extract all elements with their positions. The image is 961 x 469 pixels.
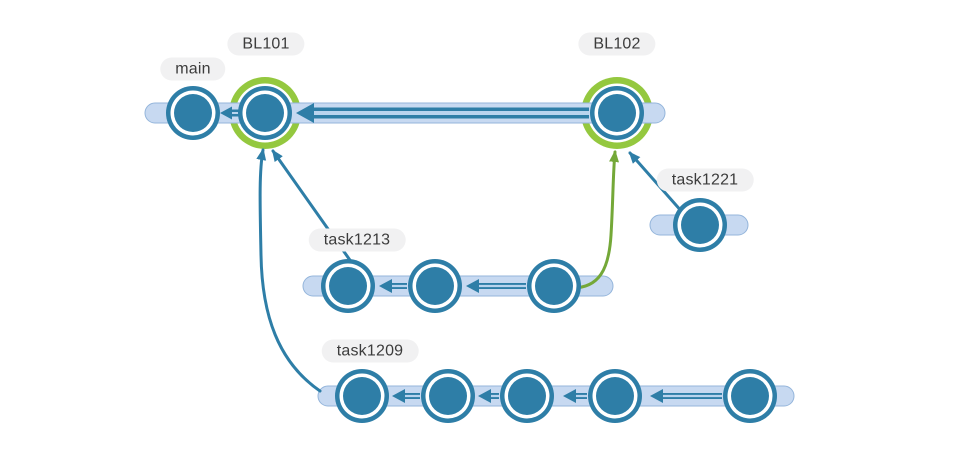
commit-main-head[interactable] — [166, 86, 220, 140]
commit-task1209-1-core — [343, 377, 381, 415]
arrow-task1209-4-to-3-head — [563, 389, 576, 403]
commit-task1209-2[interactable] — [421, 369, 475, 423]
commit-task1213-1-core — [329, 267, 367, 305]
commit-task1209-3-core — [508, 377, 546, 415]
track-task1209 — [317, 385, 795, 407]
branch-label-task1209[interactable]: task1209 — [321, 339, 419, 363]
arrow-task1213-2-to-1-head — [379, 279, 392, 293]
commit-task1209-4[interactable] — [588, 369, 642, 423]
commit-task1209-5[interactable] — [723, 369, 777, 423]
commit-task1221-1-core — [681, 206, 719, 244]
commit-bl101-head-core — [246, 94, 284, 132]
arrow-bl101-to-main-head — [220, 106, 232, 120]
commit-bl102-head[interactable] — [590, 86, 644, 140]
edge-task1209-to-bl101 — [256, 148, 322, 393]
arrow-task1209-2-to-1-head — [392, 389, 405, 403]
commit-bl101-head[interactable] — [238, 86, 292, 140]
commit-main-head-core — [174, 94, 212, 132]
arrow-bl102-to-bl101-head — [296, 103, 314, 123]
commit-bl102-head-core — [598, 94, 636, 132]
branch-label-task1213[interactable]: task1213 — [308, 228, 406, 252]
arrow-task1209-3-to-2-head — [478, 389, 491, 403]
arrow-task1209-5-to-4-head — [650, 389, 663, 403]
commit-task1213-3[interactable] — [527, 259, 581, 313]
commit-task1209-1[interactable] — [335, 369, 389, 423]
commit-task1213-2-core — [416, 267, 454, 305]
commit-task1213-2[interactable] — [408, 259, 462, 313]
branch-label-bl102[interactable]: BL102 — [578, 32, 656, 56]
commit-task1209-5-core — [731, 377, 769, 415]
commit-task1209-4-core — [596, 377, 634, 415]
commit-task1209-2-core — [429, 377, 467, 415]
commit-task1221-1[interactable] — [673, 198, 727, 252]
branch-label-main[interactable]: main — [160, 57, 226, 81]
commit-task1209-3[interactable] — [500, 369, 554, 423]
commit-task1213-3-core — [535, 267, 573, 305]
branch-label-task1221[interactable]: task1221 — [656, 168, 754, 192]
edge-task1221-to-bl102 — [628, 151, 685, 215]
arrow-task1213-3-to-2-head — [466, 279, 479, 293]
commit-task1213-1[interactable] — [321, 259, 375, 313]
edge-task1213-to-bl102 — [568, 150, 620, 290]
branch-label-bl101[interactable]: BL101 — [227, 32, 305, 56]
